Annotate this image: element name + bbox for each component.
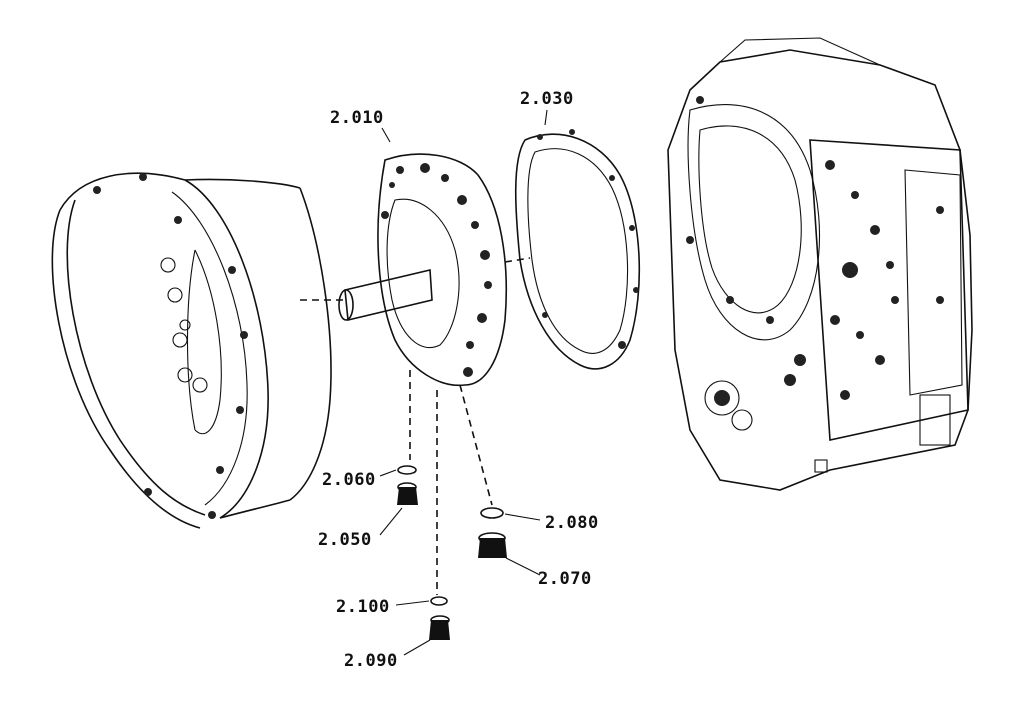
label-2090: 2.090 — [344, 651, 398, 671]
pump-assembly — [300, 153, 531, 387]
label-2030: 2.030 — [520, 89, 574, 109]
gasket — [514, 129, 641, 370]
label-2060: 2.060 — [322, 470, 376, 490]
plugs-and-rings — [397, 370, 507, 640]
label-2010: 2.010 — [330, 108, 384, 128]
label-2080: 2.080 — [545, 513, 599, 533]
leader-lines — [379, 109, 548, 656]
label-2070: 2.070 — [538, 569, 592, 589]
converter-housing — [51, 172, 332, 529]
label-2100: 2.100 — [336, 597, 390, 617]
label-2050: 2.050 — [318, 530, 372, 550]
transmission-case — [667, 37, 973, 491]
